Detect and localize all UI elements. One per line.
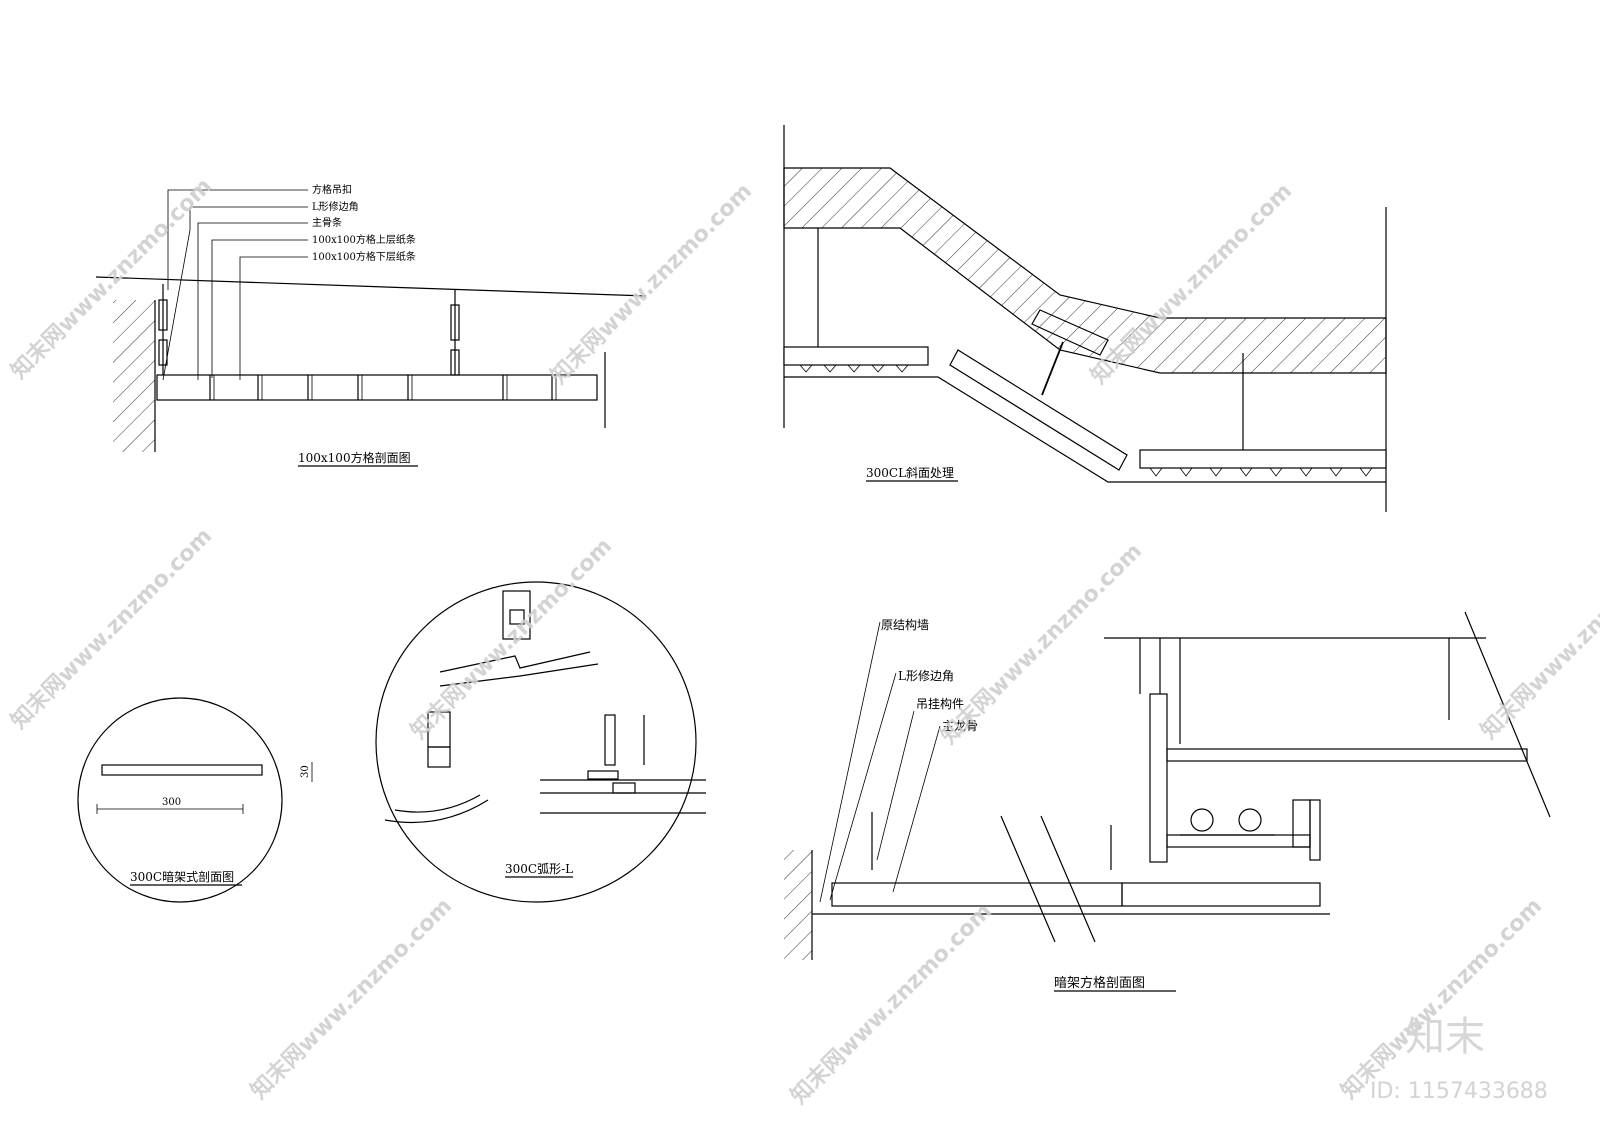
panel <box>101 764 263 776</box>
callout-label: 原结构墙 <box>881 617 929 632</box>
callout-label: L形修边角 <box>312 200 359 213</box>
watermark-text: 知末网www.znzmo.com <box>1336 893 1547 1104</box>
watermark-text: 知末网www.znzmo.com <box>6 173 217 384</box>
brand-logo: 知末 <box>1405 1014 1485 1060</box>
callout-label: L形修边角 <box>898 668 954 683</box>
hanger-left <box>158 284 168 375</box>
panel-slope <box>949 349 1128 471</box>
watermark-layer: 知末网www.znzmo.com 知末网www.znzmo.com 知末网www… <box>6 173 1600 1109</box>
drawing-title: 暗架方格剖面图 <box>1054 975 1145 991</box>
drawing-title: 100x100方格剖面图 <box>298 450 411 465</box>
watermark-text: 知末网www.znzmo.com <box>546 178 757 389</box>
watermark-text: 知末网www.znzmo.com <box>1476 533 1600 744</box>
drawing-100x100-section: 方格吊扣 L形修边角 主骨条 100x100方格上层纸条 100x100方格下层… <box>95 183 647 467</box>
watermark-text: 知末网www.znzmo.com <box>786 898 997 1109</box>
concrete-slab <box>783 167 1387 374</box>
callout-label: 主骨条 <box>312 216 342 229</box>
callout-leaders <box>819 621 941 903</box>
callout-leaders <box>162 189 308 381</box>
callout-label: 主龙骨 <box>942 719 978 733</box>
callout-label: 吊挂构件 <box>916 696 964 711</box>
detail-circle <box>77 697 283 903</box>
wall-hatch <box>784 850 812 960</box>
callout-label: 方格吊扣 <box>312 183 352 196</box>
dimension-width: 300 <box>162 797 181 808</box>
hanger-right <box>450 290 460 376</box>
light-fixture-icon <box>1190 808 1214 832</box>
callout-label: 100x100方格下层纸条 <box>312 250 416 263</box>
detail-circle <box>375 581 697 903</box>
watermark-text: 知末网www.znzmo.com <box>246 893 457 1104</box>
drawing-300c-concealed: 300 30 300C暗架式剖面图 <box>77 697 313 903</box>
wall-hatch <box>113 300 155 452</box>
drawing-title: 300C弧形-L <box>505 862 573 876</box>
light-fixture-icon <box>1238 808 1262 832</box>
drawing-title: 300CL斜面处理 <box>866 466 954 480</box>
ceiling-surface <box>784 376 1386 483</box>
watermark-text: 知末网www.znzmo.com <box>406 533 617 744</box>
grid-cells <box>209 375 557 400</box>
watermark-text: 知末网www.znzmo.com <box>936 538 1147 749</box>
panel-ribs <box>799 364 1373 477</box>
slab-line <box>95 276 647 297</box>
panel-flat-right <box>1139 449 1387 469</box>
callout-label: 100x100方格上层纸条 <box>312 233 416 246</box>
drawing-concealed-grid-section: 原结构墙 L形修边角 吊挂构件 主龙骨 暗架方格剖面图 <box>784 611 1551 992</box>
drawing-300cl-slope: 300CL斜面处理 <box>783 125 1387 512</box>
drawing-title: 300C暗架式剖面图 <box>130 869 234 884</box>
main-runner <box>156 374 598 401</box>
image-id-label: ID: 1157433688 <box>1370 1079 1548 1104</box>
drawing-300c-arc: 300C弧形-L <box>375 581 706 903</box>
watermark-text: 知末网www.znzmo.com <box>6 523 217 734</box>
dimension-height: 30 <box>300 765 311 778</box>
panel-flat-left <box>783 346 929 366</box>
